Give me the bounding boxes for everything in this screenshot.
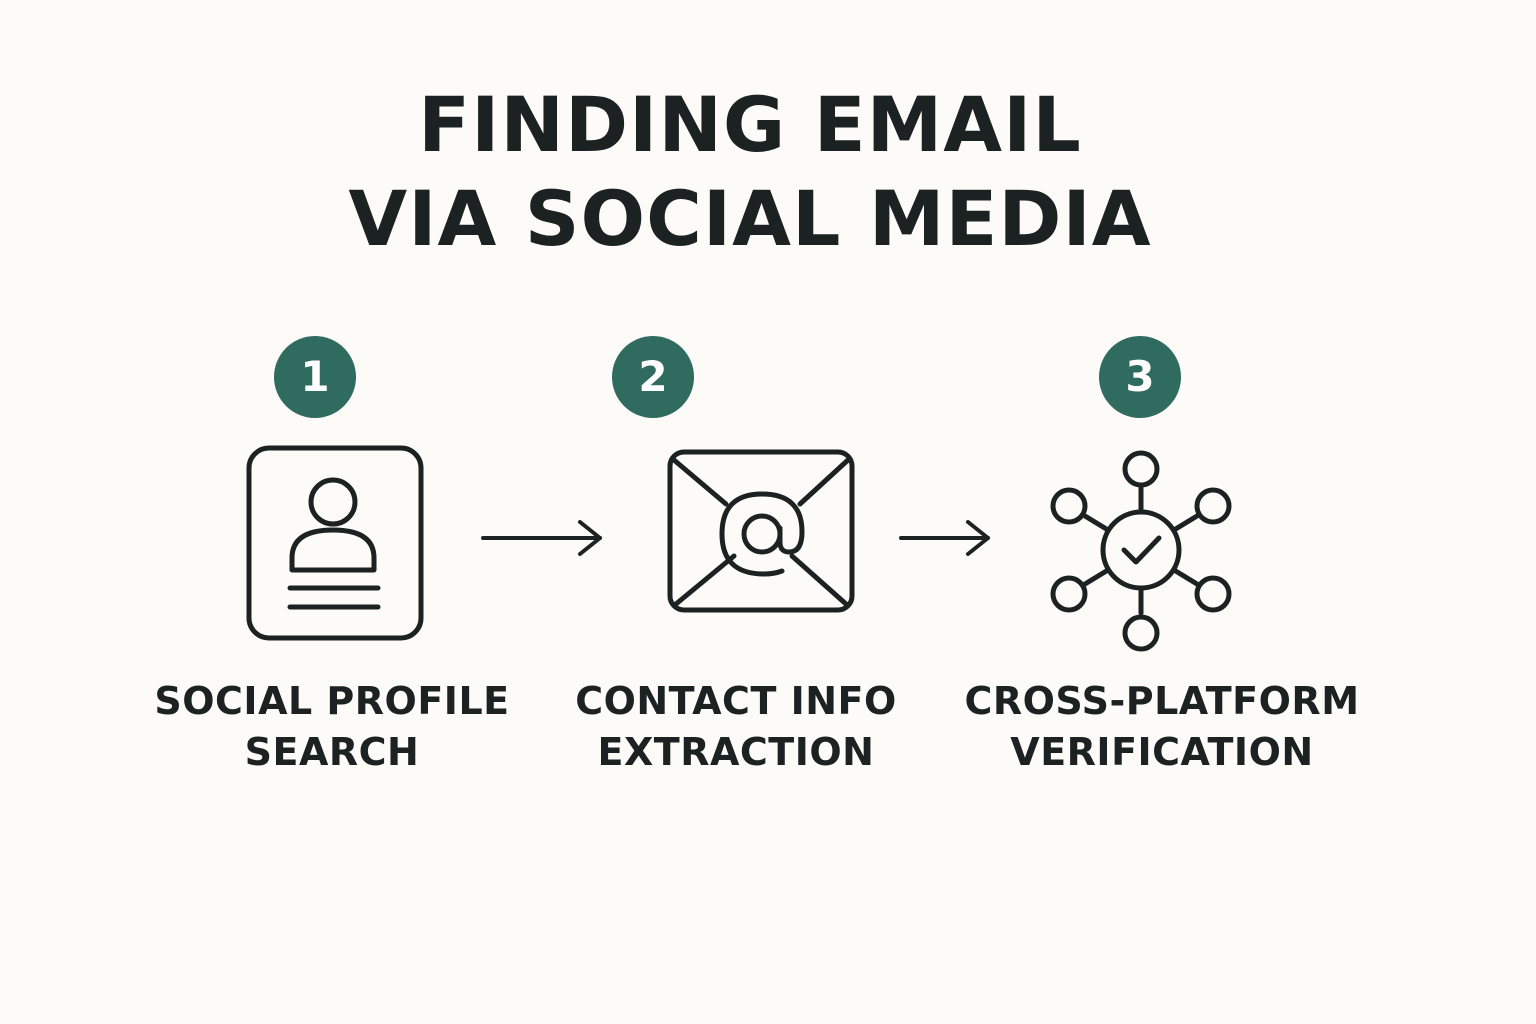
step-3-label: CROSS-PLATFORM VERIFICATION	[962, 676, 1362, 778]
step-3-badge: 3	[1099, 336, 1181, 418]
step-3-label-line-1: CROSS-PLATFORM	[964, 679, 1360, 723]
profile-card-icon	[246, 445, 424, 641]
step-1-label-line-1: SOCIAL PROFILE	[154, 679, 510, 723]
network-check-icon	[1050, 450, 1232, 652]
diagram-title: FINDING EMAIL VIA SOCIAL MEDIA	[0, 78, 1500, 266]
arrow-right-icon	[481, 520, 602, 556]
step-2-label-line-2: EXTRACTION	[597, 730, 875, 774]
step-2-label-line-1: CONTACT INFO	[575, 679, 897, 723]
step-3-label-line-2: VERIFICATION	[1010, 730, 1314, 774]
step-2-badge: 2	[612, 336, 694, 418]
arrow-right-icon	[899, 520, 990, 556]
step-1-label: SOCIAL PROFILE SEARCH	[152, 676, 512, 778]
title-line-2: VIA SOCIAL MEDIA	[348, 174, 1152, 263]
step-1-label-line-2: SEARCH	[244, 730, 420, 774]
step-2-label: CONTACT INFO EXTRACTION	[556, 676, 916, 778]
title-line-1: FINDING EMAIL	[418, 80, 1082, 169]
step-1-badge: 1	[274, 336, 356, 418]
email-envelope-icon	[667, 449, 855, 613]
